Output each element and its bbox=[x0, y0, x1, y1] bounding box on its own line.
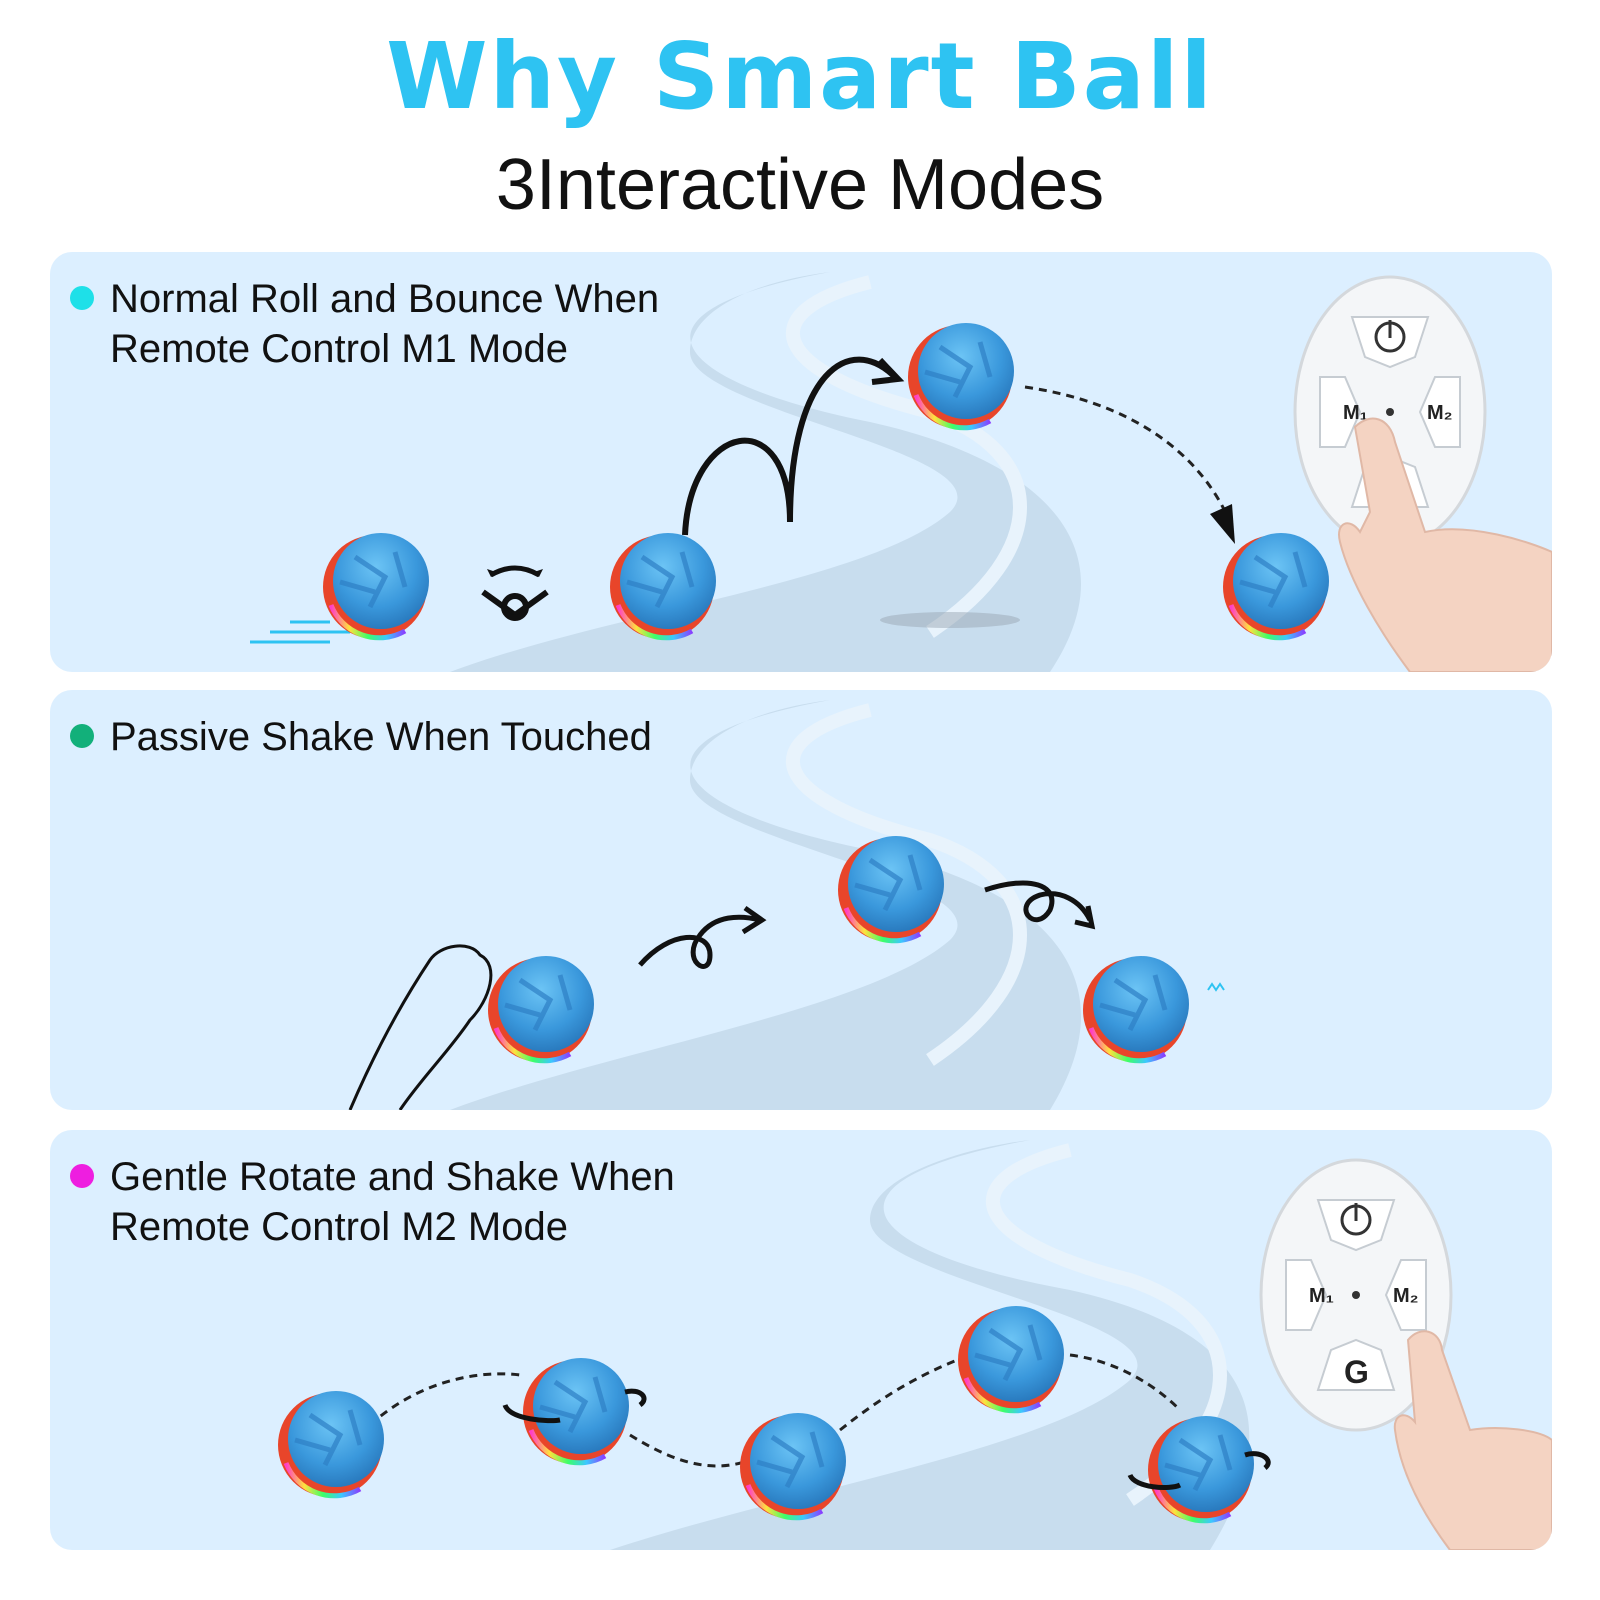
caption-line: Remote Control M2 Mode bbox=[110, 1205, 568, 1249]
ball-icon bbox=[278, 1391, 384, 1497]
hand-icon bbox=[1393, 1330, 1552, 1550]
mode-dot bbox=[70, 724, 94, 748]
mode-touch-scene bbox=[348, 700, 1225, 1110]
shadow bbox=[880, 612, 1020, 628]
road-shape bbox=[450, 272, 1082, 672]
mode-panel-m2: M₁ M₂ G Gentle Rotate and Shake When Rem… bbox=[50, 1130, 1552, 1550]
mode-dot bbox=[70, 286, 94, 310]
vibration-icon bbox=[1207, 982, 1225, 992]
ball-icon bbox=[1083, 956, 1189, 1062]
dashed-trajectory bbox=[368, 1372, 521, 1427]
dashed-trajectory bbox=[1024, 385, 1232, 523]
arrow-head bbox=[871, 357, 905, 385]
remote-m2-label: M₂ bbox=[1427, 402, 1453, 424]
mode-m1-scene: M₁ M₂ bbox=[250, 272, 1552, 672]
paw-icon bbox=[348, 944, 493, 1110]
ball-icon bbox=[488, 956, 594, 1062]
mode-panel-touch: Passive Shake When Touched bbox=[50, 690, 1552, 1110]
caption-line: Gentle Rotate and Shake When bbox=[110, 1155, 675, 1199]
arrow-head bbox=[1074, 905, 1096, 930]
caption-line: Normal Roll and Bounce When bbox=[110, 277, 660, 321]
ball-icon bbox=[323, 533, 429, 639]
ball-icon bbox=[523, 1358, 629, 1464]
caption-line: Remote Control M1 Mode bbox=[110, 327, 568, 371]
rotate-arrow-icon bbox=[1127, 1473, 1182, 1490]
dashed-trajectory bbox=[629, 1433, 751, 1468]
arrow-head bbox=[741, 905, 767, 935]
page-title: Why Smart Ball bbox=[386, 23, 1214, 130]
remote-m1-label: M₁ bbox=[1343, 402, 1368, 424]
dashed-trajectory bbox=[839, 1353, 971, 1432]
ball-icon bbox=[908, 323, 1014, 429]
caption-line: Passive Shake When Touched bbox=[110, 715, 652, 759]
remote-m2-label: M₂ bbox=[1393, 1285, 1419, 1307]
remote-control-icon: M₁ M₂ G bbox=[1259, 1158, 1453, 1432]
road-shape bbox=[450, 700, 1082, 1110]
rotate-arrow-icon bbox=[502, 1403, 561, 1424]
mode-caption: Normal Roll and Bounce When Remote Contr… bbox=[70, 274, 659, 374]
ball-icon bbox=[958, 1306, 1064, 1412]
rotate-arrow-icon bbox=[984, 880, 1093, 923]
mode-caption: Passive Shake When Touched bbox=[70, 712, 652, 762]
road-line bbox=[785, 703, 1027, 1066]
mode-caption: Gentle Rotate and Shake When Remote Cont… bbox=[70, 1152, 675, 1252]
remote-m1-label: M₁ bbox=[1309, 1285, 1334, 1307]
rotate-arrow-icon bbox=[624, 1388, 647, 1408]
bounce-path bbox=[682, 356, 898, 536]
page-subtitle: 3Interactive Modes bbox=[495, 145, 1105, 225]
mode-dot bbox=[70, 1164, 94, 1188]
rotate-arrow-icon bbox=[1244, 1451, 1271, 1470]
arrow-head bbox=[1210, 504, 1235, 544]
ball-icon bbox=[1223, 533, 1329, 639]
remote-control-icon: M₁ M₂ bbox=[1293, 275, 1487, 549]
dashed-trajectory bbox=[1069, 1353, 1182, 1412]
mode-panel-m1: M₁ M₂ Normal Roll and Bounce When Remote… bbox=[50, 252, 1552, 672]
hand-icon bbox=[1338, 417, 1552, 672]
mode-m2-scene: M₁ M₂ G bbox=[50, 1140, 1552, 1550]
bounce-arrow-icon bbox=[481, 565, 549, 621]
remote-g-label: G bbox=[1344, 1354, 1369, 1390]
road-shape bbox=[610, 1140, 1250, 1550]
rotate-arrow-icon bbox=[638, 914, 761, 969]
roll-speed-lines bbox=[250, 620, 350, 644]
